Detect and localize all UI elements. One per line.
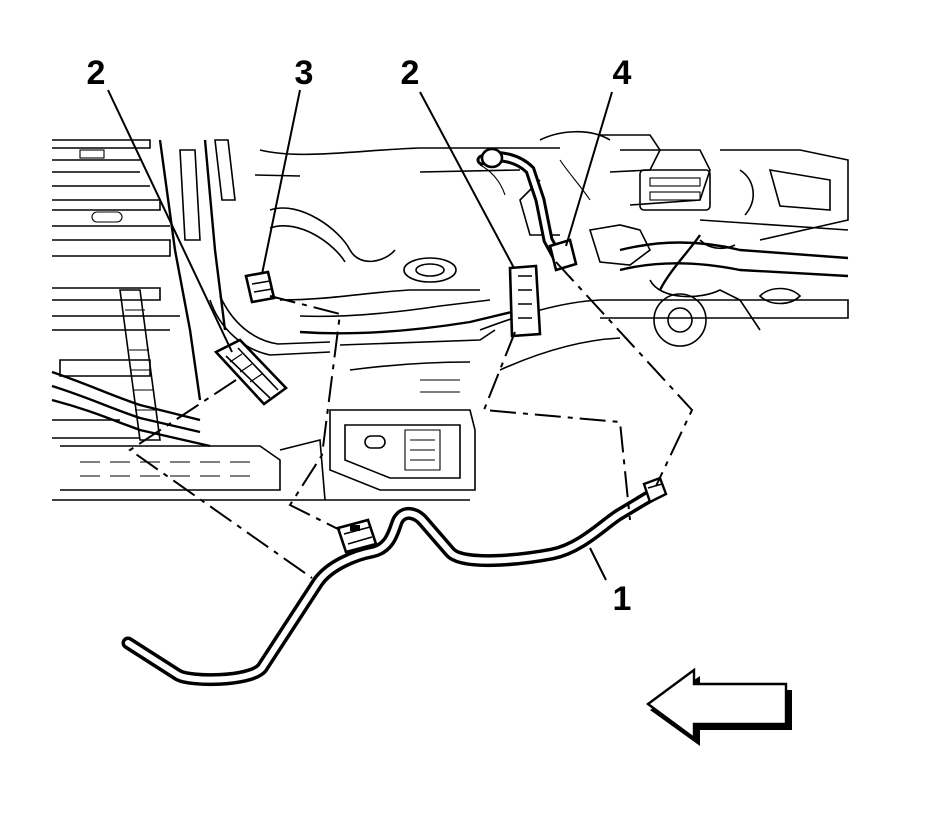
underbody-background <box>51 130 849 501</box>
callout-4: 4 <box>613 54 632 92</box>
connector-4-assembly <box>476 147 578 272</box>
clip-right <box>508 264 542 338</box>
front-direction-arrow-icon <box>645 667 792 746</box>
callout-3: 3 <box>295 54 314 92</box>
center-ribs <box>420 299 621 393</box>
callout-1: 1 <box>613 580 632 618</box>
callouts: 2 3 2 4 1 <box>87 54 632 618</box>
pipe-end-fitting <box>642 476 668 504</box>
clip-left <box>213 338 288 406</box>
left-crossmember <box>119 139 236 441</box>
left-line-bundle <box>51 295 331 448</box>
retainer-3 <box>244 270 276 304</box>
left-frame-rail <box>52 139 300 501</box>
leader-lines <box>107 89 613 581</box>
floor-pan <box>254 147 560 501</box>
callout-2-right: 2 <box>401 54 420 92</box>
fuel-feed-pipe <box>121 476 668 687</box>
callout-2-left: 2 <box>87 54 106 92</box>
assembly-dash-lines <box>128 261 694 579</box>
pipe-retainer-clip <box>336 518 378 554</box>
right-components <box>479 130 849 347</box>
